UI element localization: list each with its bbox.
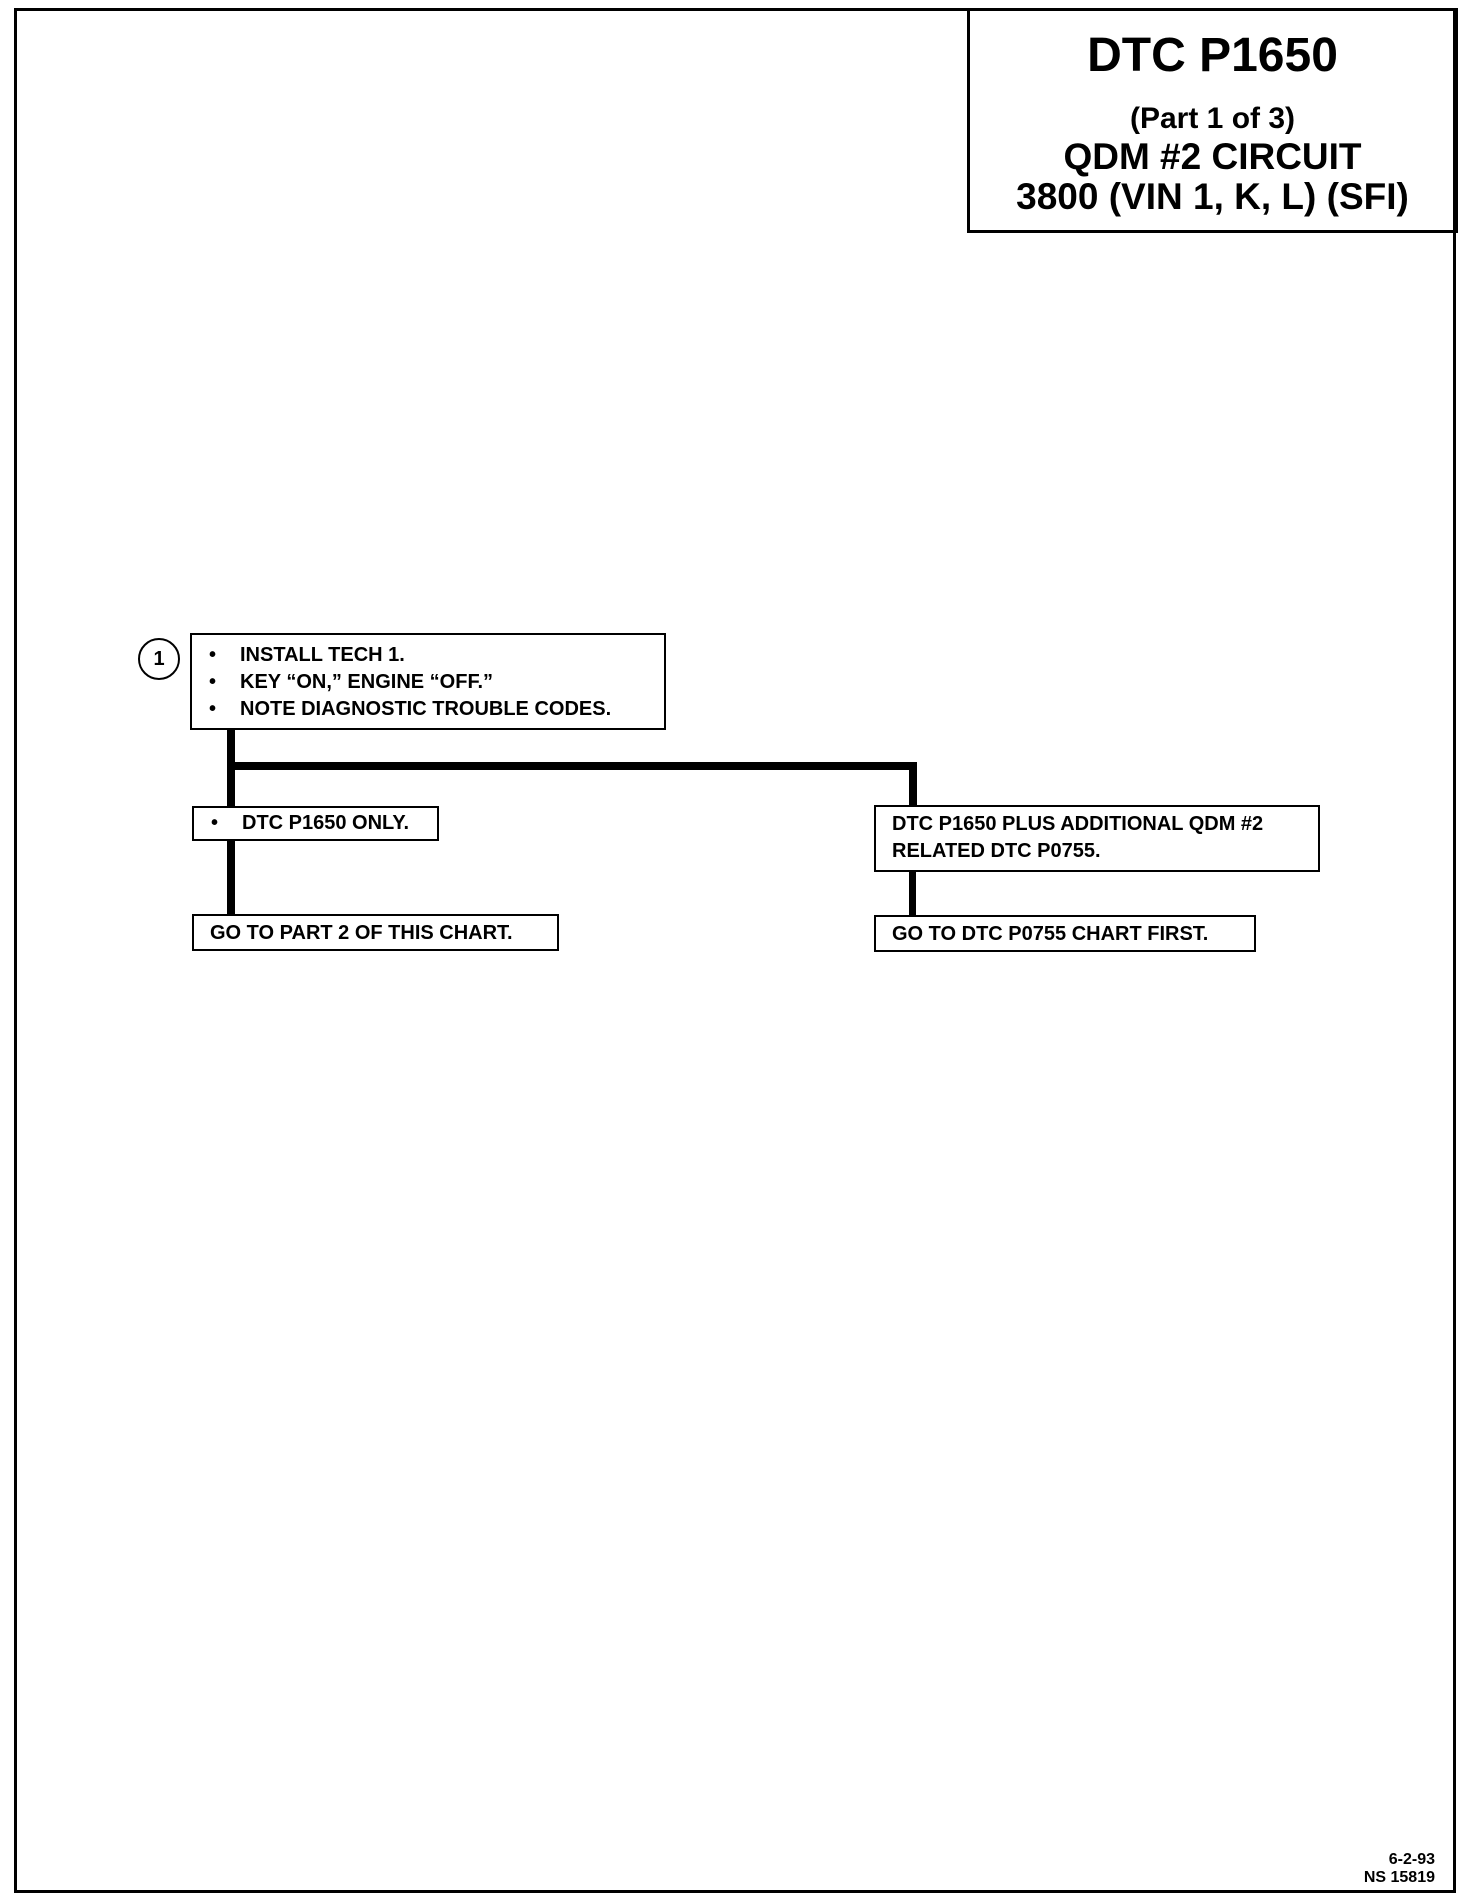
connector-line-horizontal bbox=[227, 762, 917, 770]
page-frame bbox=[14, 8, 1456, 1893]
chart-part: (Part 1 of 3) bbox=[1129, 102, 1296, 135]
step1-box: • INSTALL TECH 1. • KEY “ON,” ENGINE “OFF.… bbox=[190, 633, 666, 730]
step1-item: • KEY “ON,” ENGINE “OFF.” bbox=[192, 669, 664, 696]
connector-line-right-vertical bbox=[909, 762, 917, 806]
title-block: DTC P1650 (Part 1 of 3) QDM #2 CIRCUIT 3… bbox=[967, 8, 1458, 233]
chart-code: DTC P1650 bbox=[1087, 29, 1338, 82]
step1-item-text: KEY “ON,” ENGINE “OFF.” bbox=[240, 671, 493, 693]
step-number-circle: 1 bbox=[138, 638, 180, 680]
step1-list: • INSTALL TECH 1. • KEY “ON,” ENGINE “OFF.… bbox=[192, 642, 664, 723]
condition-right-line2: RELATED DTC P0755. bbox=[892, 840, 1101, 862]
step1-item: • INSTALL TECH 1. bbox=[192, 642, 664, 669]
action-box-left: GO TO PART 2 OF THIS CHART. bbox=[192, 914, 559, 951]
chart-circuit: QDM #2 CIRCUIT bbox=[1063, 136, 1362, 177]
condition-box-right: DTC P1650 PLUS ADDITIONAL QDM #2 RELATED… bbox=[874, 805, 1320, 872]
bullet-icon: • bbox=[209, 671, 217, 693]
step1-item: • NOTE DIAGNOSTIC TROUBLE CODES. bbox=[192, 696, 664, 723]
condition-left-item: • DTC P1650 ONLY. bbox=[194, 810, 437, 837]
bullet-icon: • bbox=[211, 812, 219, 834]
condition-box-left: • DTC P1650 ONLY. bbox=[192, 806, 439, 841]
footer-block: 6-2-93 NS 15819 bbox=[1364, 1851, 1435, 1887]
footer-date: 6-2-93 bbox=[1388, 1851, 1435, 1868]
connector-line-right-lower bbox=[909, 872, 916, 916]
condition-left-list: • DTC P1650 ONLY. bbox=[194, 810, 437, 837]
condition-right-line1: DTC P1650 PLUS ADDITIONAL QDM #2 bbox=[892, 813, 1264, 835]
step1-item-text: NOTE DIAGNOSTIC TROUBLE CODES. bbox=[240, 698, 612, 720]
bullet-icon: • bbox=[209, 698, 217, 720]
bullet-icon: • bbox=[209, 644, 217, 666]
step1-item-text: INSTALL TECH 1. bbox=[240, 644, 405, 666]
condition-left-text: DTC P1650 ONLY. bbox=[242, 812, 410, 834]
footer-ref: NS 15819 bbox=[1363, 1869, 1435, 1886]
action-box-right: GO TO DTC P0755 CHART FIRST. bbox=[874, 915, 1256, 952]
chart-engine: 3800 (VIN 1, K, L) (SFI) bbox=[1016, 176, 1409, 217]
